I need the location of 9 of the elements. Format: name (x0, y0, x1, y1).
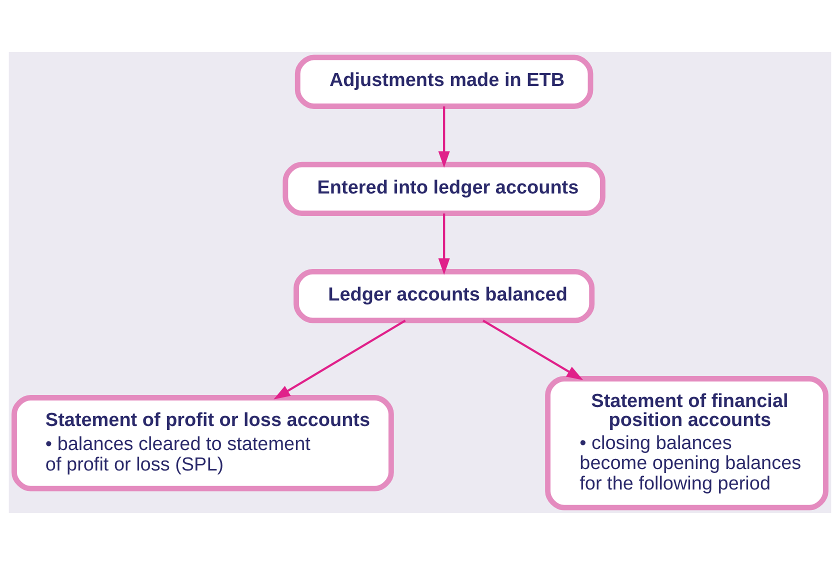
node-box: Adjustments made in ETB (294, 54, 594, 108)
node-box: Statement of financial position accounts • closing balances become opening balances for the following period (545, 376, 828, 510)
node-box: Statement of profit or loss accounts • balances cleared to statement of profit or loss (SPL) (12, 394, 394, 491)
node-box: Entered into ledger accounts (282, 161, 606, 216)
arrow (482, 319, 584, 380)
arrow (438, 106, 450, 168)
arrow (438, 212, 450, 274)
node-box: Ledger accounts balanced (294, 268, 595, 323)
arrow (274, 319, 406, 399)
